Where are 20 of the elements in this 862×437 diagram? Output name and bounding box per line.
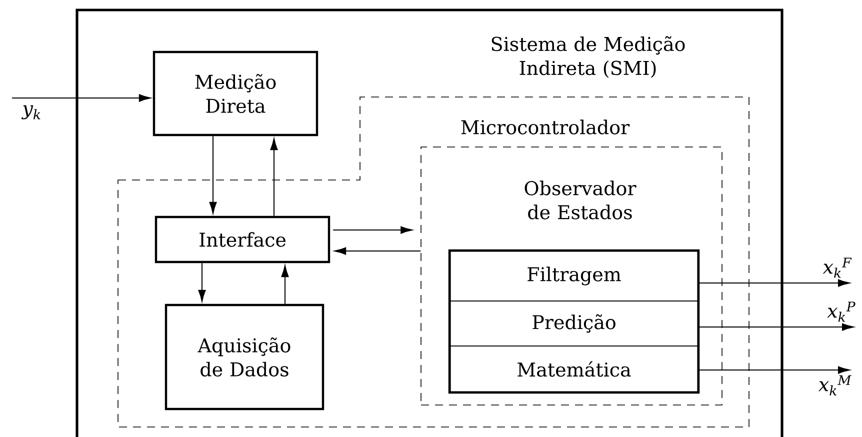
interface-box: Interface xyxy=(154,216,330,264)
arrow xyxy=(332,226,412,234)
signal-label: x$_{k}$P xyxy=(827,302,856,322)
arrow xyxy=(334,247,422,255)
arrow xyxy=(209,136,217,214)
measure-box: Medição Direta xyxy=(152,50,318,136)
arrow xyxy=(198,262,206,302)
arrow xyxy=(698,279,850,287)
signal-label: y$_{k}$ xyxy=(22,105,40,120)
block-row: Matemática xyxy=(450,346,698,392)
signal-label: x$_{k}$M xyxy=(818,375,852,396)
arrow xyxy=(12,94,151,102)
block-row: Predição xyxy=(450,300,698,346)
arrow xyxy=(698,323,854,331)
arrow xyxy=(281,265,289,304)
acquisition-box: Aquisição de Dados xyxy=(164,304,324,410)
arrow xyxy=(270,138,278,216)
signal-label: x$_{k}$F xyxy=(822,258,852,278)
arrow xyxy=(698,366,850,374)
node-label: Filtragem xyxy=(528,266,621,286)
